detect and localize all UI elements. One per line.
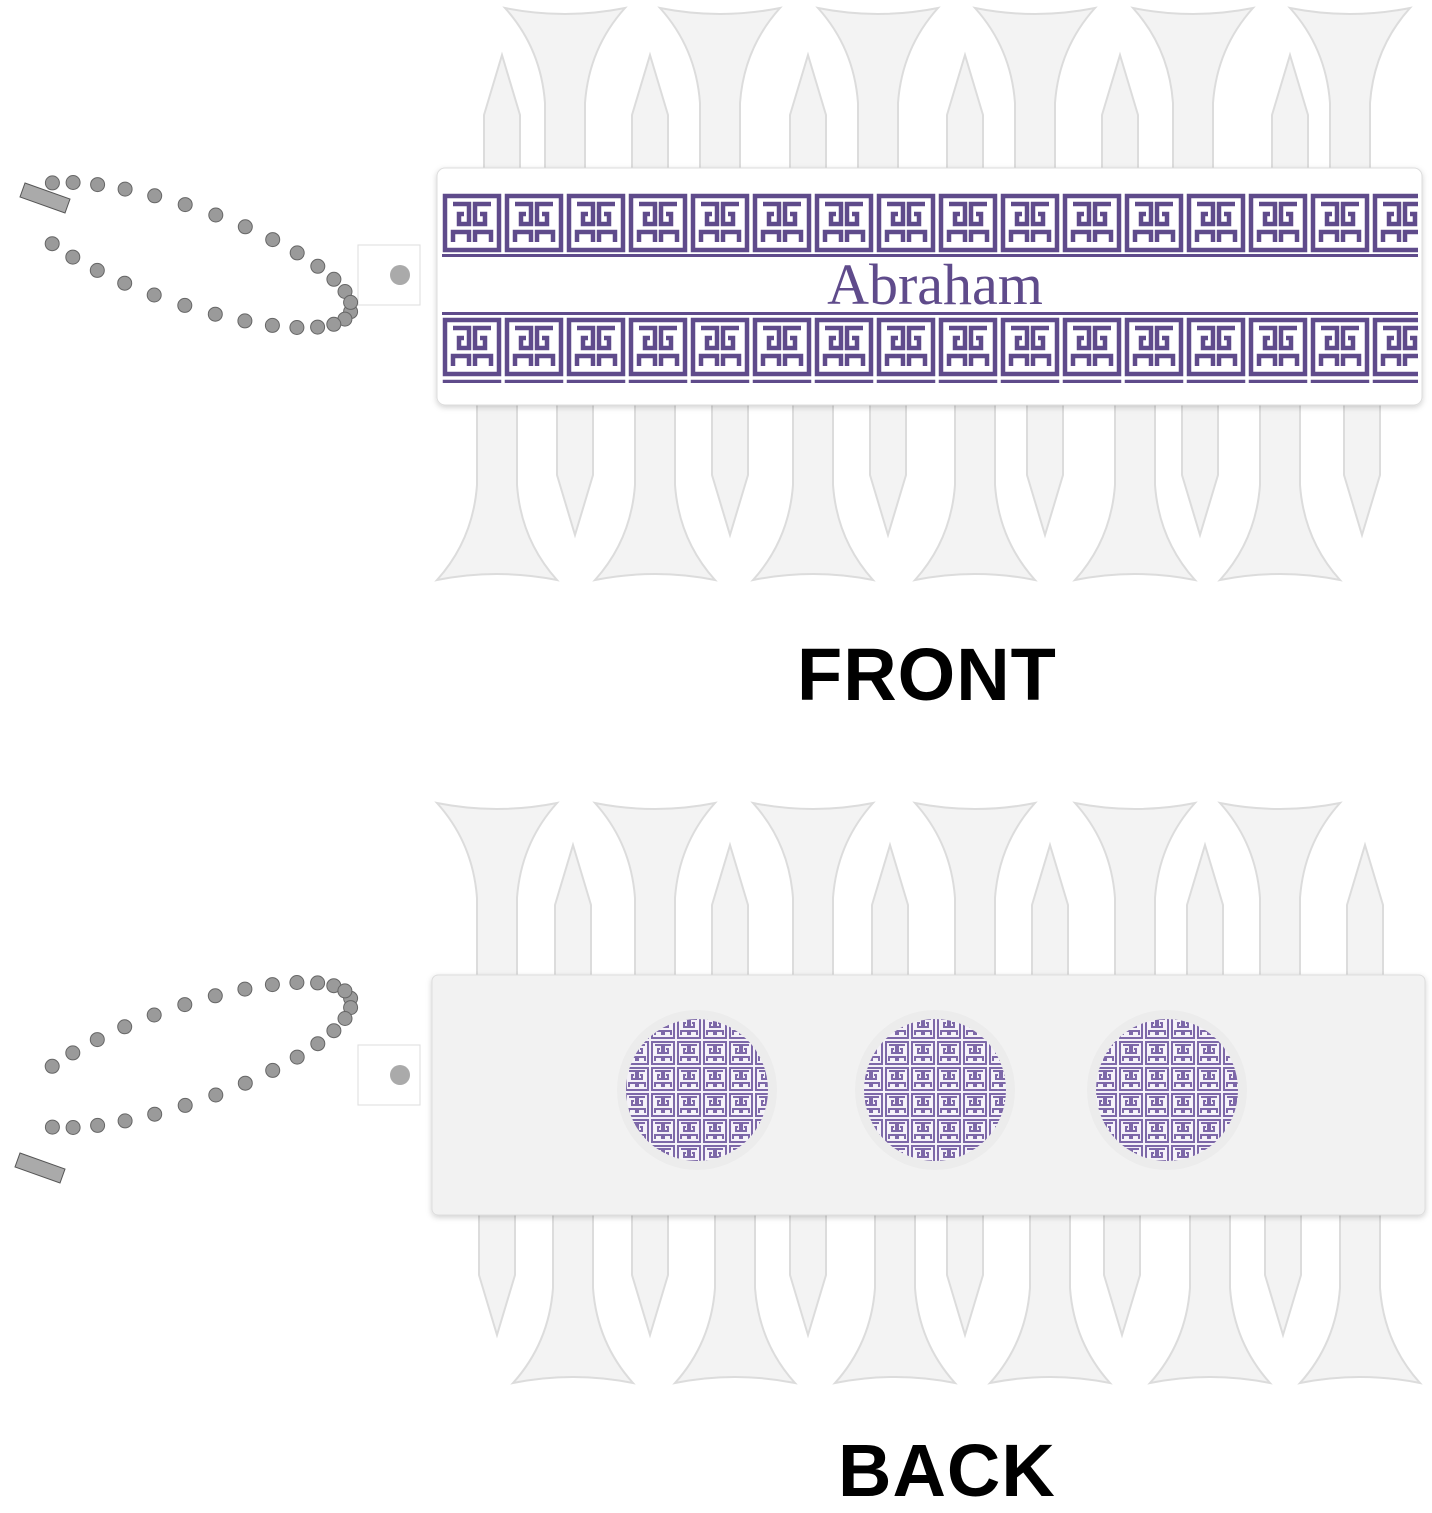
golf-tee: [750, 379, 876, 582]
greek-key-medallion: [1096, 1019, 1238, 1161]
chain-bead: [117, 275, 133, 291]
chain-bead: [117, 1113, 133, 1129]
chain-bead: [147, 188, 163, 204]
chain-bead: [208, 207, 224, 223]
chain-bead: [207, 988, 223, 1004]
chain-bead: [177, 997, 193, 1013]
chain-bead: [289, 1049, 305, 1065]
personalized-name: Abraham: [827, 252, 1043, 317]
golf-tee: [434, 379, 560, 582]
greek-key-medallion: [864, 1019, 1006, 1161]
chain-bead: [264, 317, 280, 333]
chain-bead: [237, 1075, 253, 1091]
chain-bead: [264, 977, 280, 993]
golf-tee: [502, 6, 628, 201]
chain-bead: [289, 320, 305, 335]
golf-tee: [1072, 801, 1198, 1001]
chain-bead: [337, 983, 353, 999]
golf-tee: [1287, 6, 1413, 201]
golf-tee: [1217, 801, 1343, 1001]
golf-tee: [510, 1189, 636, 1385]
chain-bead: [289, 245, 305, 261]
greek-key-band-bottom: [442, 315, 1418, 383]
band-rule: [442, 312, 1418, 315]
chain-bead: [310, 975, 326, 991]
chain-bead: [117, 1019, 133, 1035]
chain-bead: [44, 175, 60, 191]
chain-bead: [237, 219, 253, 235]
golf-tee: [592, 379, 718, 582]
chain-grommet: [390, 265, 410, 285]
chain-bead: [44, 236, 60, 252]
chain-bead: [343, 294, 359, 310]
chain-bead: [310, 258, 326, 274]
chain-tab: [357, 1044, 421, 1106]
chain-bead: [337, 1011, 353, 1026]
golf-tee: [832, 1189, 958, 1385]
back-tee-holder: [14, 801, 1426, 1385]
chain-clasp: [14, 1152, 66, 1184]
golf-tee: [912, 801, 1038, 1001]
chain-bead: [89, 262, 105, 278]
golf-tee: [672, 1189, 798, 1385]
chain-bead: [147, 1106, 163, 1122]
chain-bead: [44, 1058, 60, 1074]
chain-bead: [265, 232, 281, 248]
chain-bead: [146, 287, 162, 303]
chain-bead: [237, 313, 253, 329]
back-label: BACK: [838, 1429, 1056, 1512]
chain-bead: [177, 1097, 193, 1113]
chain-bead: [90, 1117, 106, 1133]
chain-bead: [310, 319, 326, 335]
golf-tee: [434, 801, 560, 1001]
chain-bead: [89, 1032, 105, 1048]
golf-tee: [972, 6, 1098, 201]
chain-clasp: [19, 182, 71, 214]
greek-key-band-top: [442, 192, 1418, 254]
chain-bead: [177, 197, 193, 213]
front-label: FRONT: [797, 633, 1057, 716]
chain-tab: [357, 244, 421, 306]
chain-bead: [65, 1045, 81, 1061]
chain-bead: [117, 181, 133, 197]
chain-bead: [177, 297, 193, 313]
golf-tee: [1147, 1189, 1273, 1385]
golf-tee: [1217, 379, 1343, 582]
golf-tee: [987, 1189, 1113, 1385]
chain-bead: [90, 177, 106, 193]
chain-bead: [65, 249, 81, 265]
chain-grommet: [390, 1065, 410, 1085]
chain-bead: [207, 306, 223, 322]
golf-tee: [1072, 379, 1198, 582]
chain-bead: [44, 1119, 60, 1135]
chain-bead: [310, 1036, 326, 1052]
golf-tee: [912, 379, 1038, 582]
chain-bead: [146, 1007, 162, 1023]
golf-tee: [1130, 6, 1256, 201]
greek-key-medallion: [626, 1019, 768, 1161]
golf-tee: [657, 6, 783, 201]
front-tee-holder: Abraham: [19, 6, 1423, 582]
chain-bead: [326, 316, 342, 332]
chain-bead: [265, 1062, 281, 1078]
golf-tee: [815, 6, 941, 201]
chain-bead: [289, 975, 305, 990]
chain-bead: [326, 1023, 342, 1039]
chain-bead: [326, 271, 342, 287]
chain-bead: [65, 1120, 81, 1135]
golf-tee: [1297, 1189, 1423, 1385]
chain-bead: [65, 175, 81, 190]
band-rule: [442, 254, 1418, 257]
chain-bead: [237, 981, 253, 997]
chain-bead: [208, 1087, 224, 1103]
golf-tee: [750, 801, 876, 1001]
golf-tee: [592, 801, 718, 1001]
